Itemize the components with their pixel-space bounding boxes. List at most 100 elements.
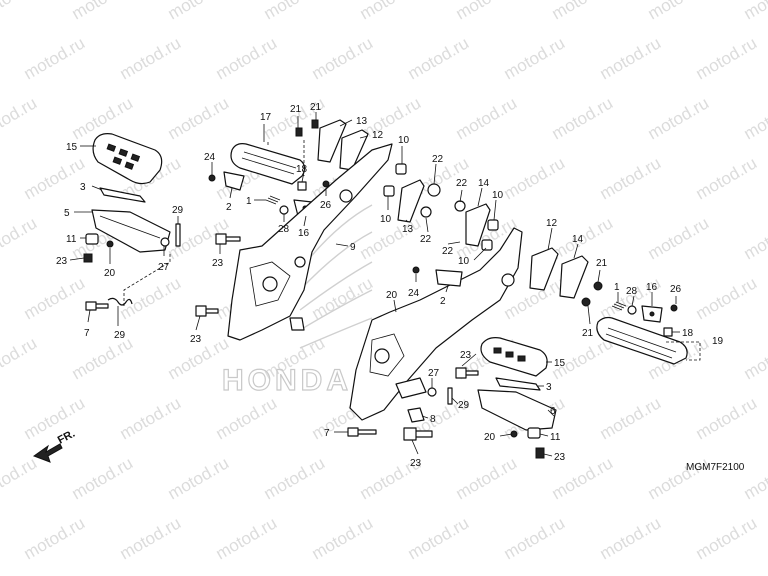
part-18-pin-right (663, 327, 673, 337)
part-23-bolt-d (403, 427, 433, 441)
watermark-text: motod.ru (69, 333, 137, 383)
callout-9: 9 (350, 242, 356, 253)
callout-21c: 21 (596, 258, 608, 269)
callout-24b: 22 (456, 178, 468, 189)
part-14-plate-right (559, 255, 589, 299)
watermark-text: motod.ru (693, 513, 761, 563)
callout-15: 15 (66, 142, 78, 153)
part-6-footpeg-right (477, 389, 557, 431)
callout-4: 29 (114, 330, 126, 341)
watermark-text: motod.ru (117, 33, 185, 83)
callout-24c: 22 (420, 234, 432, 245)
watermark-text: motod.ru (741, 453, 768, 503)
part-28-bolt (322, 180, 330, 188)
part-24-nut-c (420, 206, 432, 218)
watermark-text: motod.ru (501, 513, 569, 563)
part-10-collar-b (383, 185, 395, 197)
part-14-plate (397, 179, 425, 223)
callout-27: 27 (158, 262, 170, 273)
part-23-bolt-a (215, 233, 241, 245)
watermark-text: motod.ru (597, 393, 665, 443)
watermark-text: motod.ru (69, 453, 137, 503)
callout-23d: 23 (410, 458, 422, 469)
watermark-text: motod.ru (453, 0, 521, 23)
watermark-text: motod.ru (645, 453, 713, 503)
part-25-bolt-right (535, 447, 545, 459)
callout-2: 2 (226, 202, 232, 213)
part-11-pin (85, 233, 99, 245)
callout-18b: 18 (682, 328, 694, 339)
watermark-text: motod.ru (117, 393, 185, 443)
part-7-bolt-right (347, 427, 377, 437)
part-30-washer-right (627, 305, 637, 315)
callout-3: 3 (80, 182, 86, 193)
part-24-nut (427, 183, 441, 197)
part-9-step-holder-left (227, 143, 393, 341)
watermark-text: motod.ru (597, 513, 665, 563)
callout-21d: 21 (582, 328, 594, 339)
watermark-text: motod.ru (165, 0, 233, 23)
callout-21b: 21 (310, 102, 322, 113)
callout-5: 5 (64, 208, 70, 219)
watermark-text: motod.ru (0, 333, 40, 383)
callout-23b: 23 (190, 334, 202, 345)
part-15-footpeg-rubber (92, 133, 163, 185)
callout-14b: 14 (572, 234, 584, 245)
callout-7: 7 (84, 328, 90, 339)
part-12-plate (339, 129, 369, 171)
callout-11b: 11 (550, 432, 561, 443)
watermark-text: motod.ru (693, 393, 761, 443)
part-23-bolt-b (195, 305, 219, 317)
watermark-text: motod.ru (597, 33, 665, 83)
callout-22b: 20 (484, 432, 496, 443)
watermark-text: motod.ru (213, 513, 281, 563)
callout-25: 23 (56, 256, 68, 267)
part-3-plate (99, 187, 146, 203)
part-15-footpeg-rubber-right (480, 337, 548, 377)
part-21-bolt-d (581, 297, 591, 307)
callout-25b: 23 (554, 452, 566, 463)
part-21-bolt-c (593, 281, 603, 291)
watermark-text: motod.ru (741, 213, 768, 263)
callout-12: 12 (372, 130, 384, 141)
callout-labels: 15 3 5 11 23 20 27 29 7 29 17 21 21 13 1… (56, 102, 724, 469)
part-7-bolt (85, 301, 109, 311)
part-25-bolt (83, 253, 93, 263)
watermark-text: motod.ru (117, 273, 185, 323)
watermark-text: motod.ru (693, 153, 761, 203)
watermark-text: motod.ru (549, 93, 617, 143)
watermark-text: motod.ru (261, 0, 329, 23)
callout-11: 11 (66, 234, 77, 245)
part-3-plate-right (495, 377, 541, 391)
callout-10b: 10 (380, 214, 392, 225)
watermark-text: motod.ru (0, 0, 40, 23)
watermark-text: motod.ru (261, 453, 329, 503)
callout-1b: 1 (614, 282, 620, 293)
part-12-plate-right (529, 247, 559, 291)
callout-16b: 16 (646, 282, 658, 293)
part-29-pin (175, 223, 181, 247)
diagram-code: MGM7F2100 (686, 462, 745, 473)
callout-29b: 29 (458, 400, 470, 411)
watermark-text: motod.ru (453, 93, 521, 143)
callout-26: 24 (204, 152, 216, 163)
part-13-plate (317, 119, 347, 163)
callout-2b: 2 (440, 296, 446, 307)
callout-8: 8 (430, 414, 436, 425)
callout-12b: 12 (546, 218, 558, 229)
watermark-text: motod.ru (21, 393, 89, 443)
part-11-pin-right (527, 427, 541, 439)
callout-29: 29 (172, 205, 184, 216)
callout-7b: 7 (324, 428, 330, 439)
callout-21a: 21 (290, 104, 302, 115)
watermark-text: motod.ru (309, 513, 377, 563)
watermark-text: motod.ru (693, 273, 761, 323)
callout-15b: 15 (554, 358, 566, 369)
callout-28b: 26 (670, 284, 682, 295)
watermark-text: motod.ru (165, 453, 233, 503)
watermark-text: motod.ru (213, 393, 281, 443)
watermark-text: motod.ru (357, 0, 425, 23)
part-10-collar-c (487, 219, 499, 231)
part-21-bolt-a (295, 127, 303, 137)
callout-20: 20 (386, 290, 398, 301)
